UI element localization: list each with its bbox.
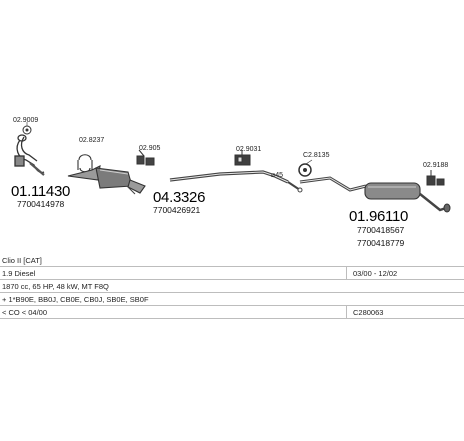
- front-pipe-oem-ref: 7700414978: [17, 199, 65, 209]
- rubber-mount-part-number: C2.8135: [303, 152, 330, 159]
- rubber-mount-icon: [298, 159, 313, 177]
- bracket-part-number: 02.905: [139, 145, 161, 152]
- intermediate-pipe-part-number: 04.3326: [153, 189, 206, 206]
- rear-silencer-part-number: 01.96110: [349, 208, 409, 225]
- rear-hanger-part-number: 02.9188: [423, 162, 449, 169]
- catalog-code: C280063: [353, 308, 384, 317]
- gasket-part-number: 02.9009: [13, 117, 39, 124]
- date-range: 03/00 - 12/02: [353, 269, 398, 278]
- front-pipe: [14, 134, 45, 176]
- catalytic-converter: [67, 165, 146, 195]
- pipe-hanger-icon: [234, 150, 251, 166]
- info-row-engine: 1.9 Diesel 03/00 - 12/02: [0, 267, 464, 280]
- clamp-icon: [77, 154, 93, 173]
- hanger-part-number: 02.9031: [236, 146, 262, 153]
- validity-note: < CO < 04/00: [2, 308, 48, 317]
- front-gasket-icon: [22, 122, 32, 135]
- rear-silencer-oem-ref-2: 7700418779: [357, 238, 405, 248]
- engine-codes: + 1*B90E, BB0J, CB0E, CB0J, SB0E, SB0F: [2, 295, 149, 304]
- info-row-model: Clio II [CAT]: [0, 254, 464, 267]
- front-pipe-part-number: 01.11430: [11, 183, 71, 200]
- column-divider: [346, 267, 347, 279]
- intermediate-pipe: [169, 170, 303, 193]
- engine-label: 1.9 Diesel: [2, 269, 36, 278]
- pipe-diameter-mark: ⌀45: [271, 172, 284, 179]
- model-label: Clio II [CAT]: [2, 256, 42, 265]
- mounting-bracket-icon: [136, 149, 155, 166]
- rear-silencer-oem-ref-1: 7700418567: [357, 225, 405, 235]
- clamp-part-number: 02.8237: [79, 137, 105, 144]
- rear-hanger-icon: [426, 170, 445, 186]
- intermediate-pipe-oem-ref: 7700426921: [153, 205, 201, 215]
- info-row-codes: + 1*B90E, BB0J, CB0E, CB0J, SB0E, SB0F: [0, 293, 464, 306]
- spec-label: 1870 cc, 65 HP, 48 kW, MT F8Q: [2, 282, 109, 291]
- column-divider: [346, 306, 347, 318]
- info-row-catalog: < CO < 04/00 C280063: [0, 306, 464, 319]
- rear-silencer: [299, 176, 451, 213]
- exhaust-system-diagram: [14, 122, 451, 213]
- info-row-spec: 1870 cc, 65 HP, 48 kW, MT F8Q: [0, 280, 464, 293]
